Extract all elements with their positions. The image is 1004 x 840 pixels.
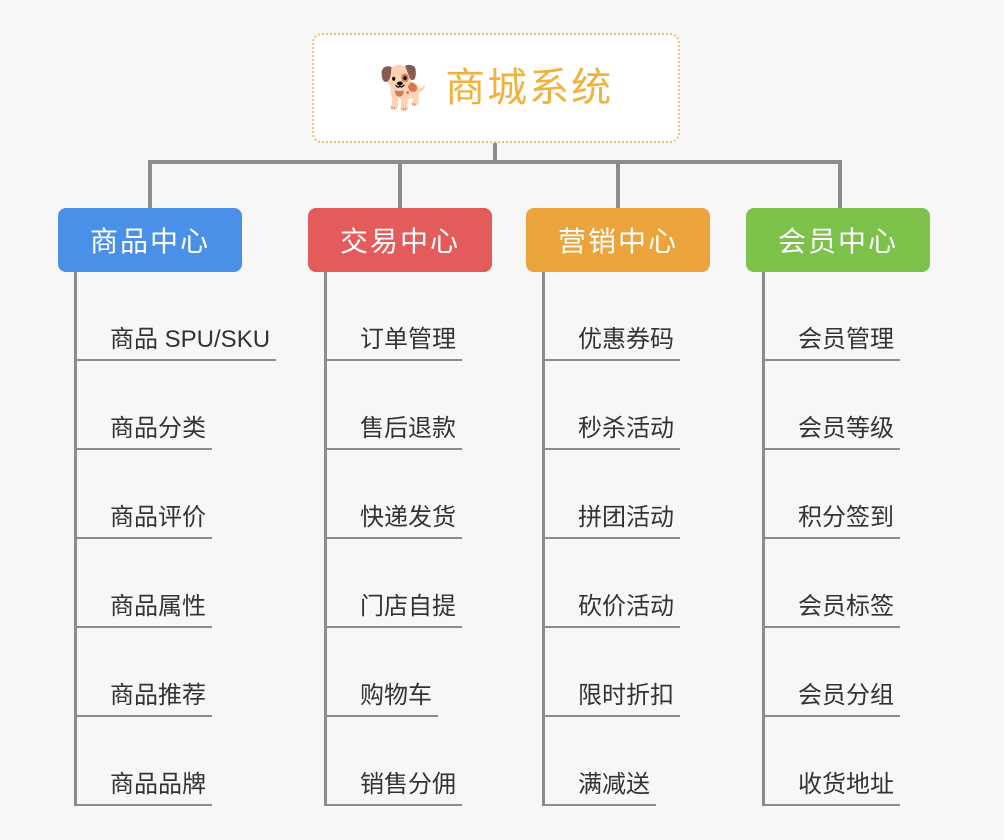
category-label: 营销中心 <box>557 226 678 257</box>
category-box-member-center[interactable]: 会员中心 <box>746 208 930 272</box>
leaf-item[interactable]: 砍价活动 <box>542 539 710 628</box>
leaf-item[interactable]: 商品品牌 <box>74 717 242 806</box>
connector-drop-product-center <box>148 160 152 208</box>
leaf-item[interactable]: 商品 SPU/SKU <box>74 272 277 361</box>
category-label: 商品中心 <box>89 226 210 257</box>
leaf-item[interactable]: 限时折扣 <box>542 628 710 717</box>
leaf-list-member-center: 会员管理会员等级积分签到会员标签会员分组收货地址 <box>746 272 930 806</box>
leaf-item[interactable]: 会员分组 <box>762 628 930 717</box>
leaf-item[interactable]: 拼团活动 <box>542 450 710 539</box>
leaf-item[interactable]: 会员标签 <box>762 539 930 628</box>
leaf-item-label: 限时折扣 <box>542 682 680 717</box>
column-member-center: 会员中心会员管理会员等级积分签到会员标签会员分组收货地址 <box>746 208 930 806</box>
connector-spine-member-center <box>762 272 765 806</box>
leaf-item-label: 商品评价 <box>74 504 212 539</box>
leaf-item[interactable]: 销售分佣 <box>324 717 492 806</box>
leaf-item-label: 优惠券码 <box>542 326 680 361</box>
leaf-item-label: 商品 SPU/SKU <box>74 326 277 361</box>
leaf-item-label: 商品推荐 <box>74 682 212 717</box>
connector-spine-trade-center <box>324 272 327 806</box>
leaf-item-label: 销售分佣 <box>324 771 462 806</box>
connector-horizontal-bus <box>148 160 842 164</box>
category-box-marketing-center[interactable]: 营销中心 <box>526 208 710 272</box>
leaf-list-product-center: 商品 SPU/SKU 商品分类商品评价商品属性商品推荐商品品牌 <box>58 272 277 806</box>
leaf-item[interactable]: 门店自提 <box>324 539 492 628</box>
leaf-item[interactable]: 售后退款 <box>324 361 492 450</box>
leaf-item-label: 门店自提 <box>324 593 462 628</box>
leaf-item-label: 会员分组 <box>762 682 900 717</box>
leaf-item[interactable]: 订单管理 <box>324 272 492 361</box>
leaf-item-label: 会员管理 <box>762 326 900 361</box>
leaf-item-label: 会员标签 <box>762 593 900 628</box>
leaf-item-label: 购物车 <box>324 682 438 717</box>
root-node-title: 商城系统 <box>445 66 614 110</box>
leaf-item[interactable]: 收货地址 <box>762 717 930 806</box>
connector-drop-marketing-center <box>616 160 620 208</box>
leaf-item[interactable]: 快递发货 <box>324 450 492 539</box>
leaf-item[interactable]: 商品推荐 <box>74 628 242 717</box>
leaf-list-trade-center: 订单管理售后退款快递发货门店自提购物车销售分佣 <box>308 272 492 806</box>
shiba-dog-face-icon: 🐕 <box>378 64 432 111</box>
leaf-item[interactable]: 商品评价 <box>74 450 242 539</box>
leaf-item-label: 会员等级 <box>762 415 900 450</box>
leaf-item-label: 积分签到 <box>762 504 900 539</box>
column-trade-center: 交易中心订单管理售后退款快递发货门店自提购物车销售分佣 <box>308 208 492 806</box>
leaf-item[interactable]: 满减送 <box>542 717 710 806</box>
connector-spine-marketing-center <box>542 272 545 806</box>
column-product-center: 商品中心商品 SPU/SKU 商品分类商品评价商品属性商品推荐商品品牌 <box>58 208 277 806</box>
leaf-item-label: 商品属性 <box>74 593 212 628</box>
leaf-item-label: 商品分类 <box>74 415 212 450</box>
leaf-item-label: 砍价活动 <box>542 593 680 628</box>
leaf-item[interactable]: 购物车 <box>324 628 492 717</box>
connector-drop-member-center <box>838 160 842 208</box>
leaf-item[interactable]: 秒杀活动 <box>542 361 710 450</box>
category-box-product-center[interactable]: 商品中心 <box>58 208 242 272</box>
root-node-mall-system[interactable]: 🐕 商城系统 <box>312 33 680 143</box>
category-label: 交易中心 <box>339 226 460 257</box>
leaf-item[interactable]: 积分签到 <box>762 450 930 539</box>
connector-drop-trade-center <box>398 160 402 208</box>
leaf-item-label: 售后退款 <box>324 415 462 450</box>
leaf-item[interactable]: 商品分类 <box>74 361 242 450</box>
leaf-item-label: 秒杀活动 <box>542 415 680 450</box>
leaf-item-label: 快递发货 <box>324 504 462 539</box>
column-marketing-center: 营销中心优惠券码秒杀活动拼团活动砍价活动限时折扣满减送 <box>526 208 710 806</box>
connector-root-trunk <box>493 143 497 163</box>
leaf-item-label: 收货地址 <box>762 771 900 806</box>
category-box-trade-center[interactable]: 交易中心 <box>308 208 492 272</box>
category-label: 会员中心 <box>777 226 898 257</box>
leaf-item[interactable]: 商品属性 <box>74 539 242 628</box>
leaf-item[interactable]: 优惠券码 <box>542 272 710 361</box>
leaf-item-label: 订单管理 <box>324 326 462 361</box>
leaf-item[interactable]: 会员管理 <box>762 272 930 361</box>
connector-spine-product-center <box>74 272 77 806</box>
leaf-list-marketing-center: 优惠券码秒杀活动拼团活动砍价活动限时折扣满减送 <box>526 272 710 806</box>
leaf-item-label: 商品品牌 <box>74 771 212 806</box>
leaf-item-label: 拼团活动 <box>542 504 680 539</box>
leaf-item[interactable]: 会员等级 <box>762 361 930 450</box>
leaf-item-label: 满减送 <box>542 771 656 806</box>
